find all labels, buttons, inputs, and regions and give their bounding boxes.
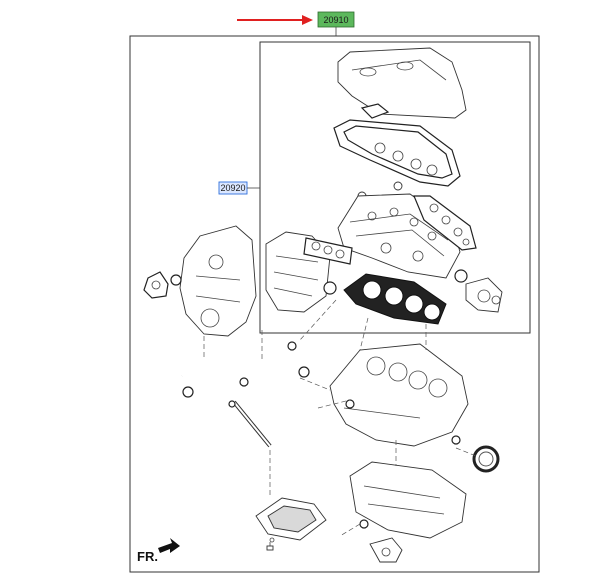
valve-cover-gasket [333,119,461,187]
thermostat-housing [465,277,503,313]
outer-frame [129,35,540,573]
valve-cover [337,47,467,119]
sub-part-callout[interactable]: 20920 [218,181,248,195]
front-label: FR. [137,549,158,564]
oil-pan-lower [255,497,327,543]
cylinder-head-gasket [343,273,447,325]
exhaust-manifold-gasket [413,195,477,251]
o-ring-intake [323,281,337,295]
oil-dipstick [228,400,272,448]
rear-main-seal [472,445,500,473]
oil-strainer [369,537,403,563]
pointer-arrow [237,15,313,25]
assembly-guide-lines [203,299,477,537]
drain-plug [266,542,274,551]
inner-frame [259,41,531,334]
sub-part-number: 20920 [220,183,245,193]
intake-manifold-gasket [303,237,353,265]
o-ring-head [454,269,468,283]
main-part-number: 20910 [323,15,348,25]
front-orientation-indicator: FR. [137,538,180,564]
water-pump-gasket [143,271,169,299]
oil-pipe [181,341,310,398]
small-cover-gasket [360,103,390,119]
front-seal [170,274,182,286]
oil-pan-upper [349,461,467,539]
main-part-callout[interactable]: 20910 [317,11,355,28]
cylinder-block [329,343,469,447]
timing-cover [179,225,257,337]
